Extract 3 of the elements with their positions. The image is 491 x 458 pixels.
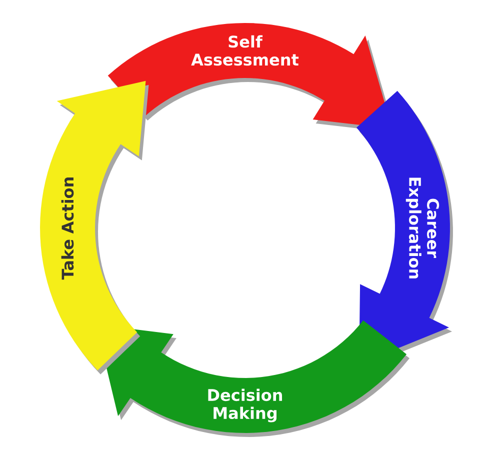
cycle-segment: Take Action: [40, 80, 149, 374]
cycle-segment: Decision Making: [96, 320, 410, 437]
cycle-segment: Career Exploration: [356, 90, 453, 368]
